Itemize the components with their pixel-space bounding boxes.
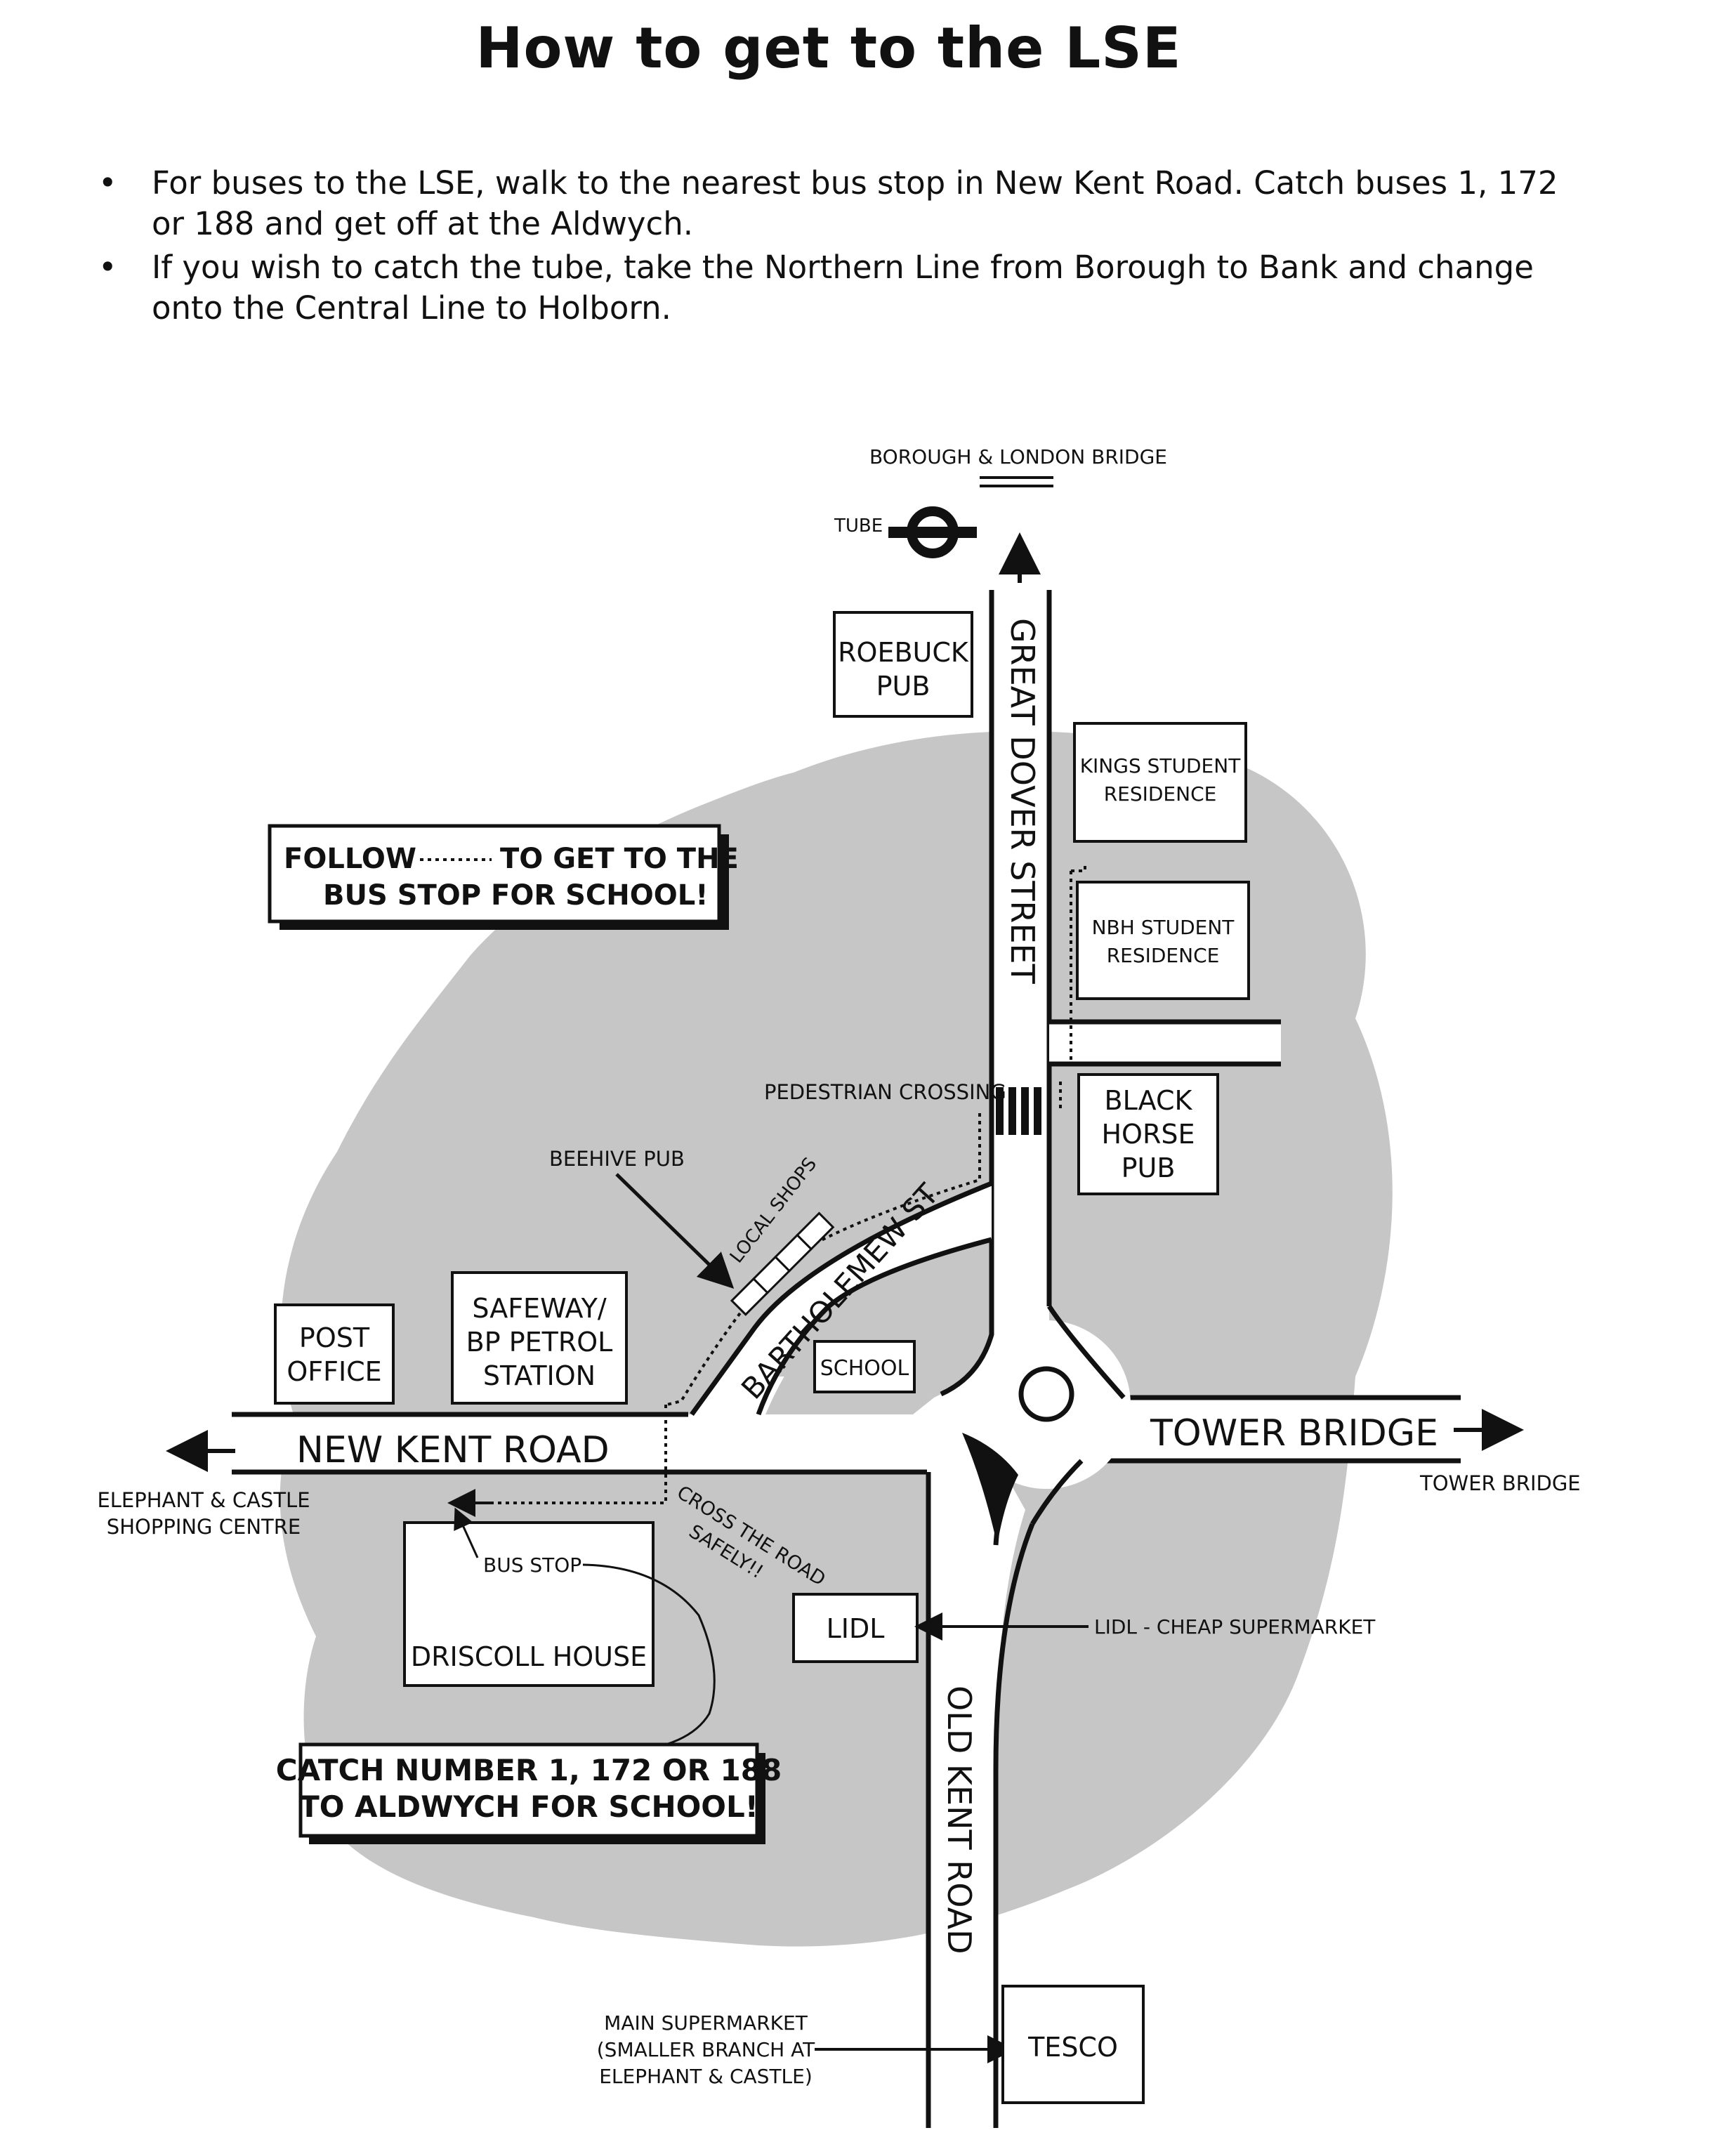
svg-text:FOLLOW: FOLLOW — [284, 843, 416, 875]
great-dover-street — [992, 590, 1049, 1384]
nbh-student-residence: NBH STUDENT RESIDENCE — [1076, 881, 1250, 1000]
pedestrian-crossing — [996, 1087, 1041, 1135]
tower-bridge-destination: TOWER BRIDGE — [1419, 1471, 1581, 1495]
main-supermarket-label-2: (SMALLER BRANCH AT — [597, 2038, 815, 2061]
svg-text:HORSE: HORSE — [1101, 1119, 1195, 1150]
svg-text:TESCO: TESCO — [1027, 2032, 1118, 2063]
pedestrian-crossing-label: PEDESTRIAN CROSSING — [764, 1080, 1006, 1104]
old-kent-road — [928, 1472, 1025, 2128]
svg-text:PUB: PUB — [876, 671, 931, 702]
svg-text:TO ALDWYCH FOR SCHOOL!: TO ALDWYCH FOR SCHOOL! — [299, 1789, 758, 1824]
svg-text:LIDL: LIDL — [827, 1613, 885, 1644]
roebuck-pub: ROEBUCK PUB — [833, 611, 973, 718]
bus-directions-text: For buses to the LSE, walk to the neares… — [152, 164, 1558, 242]
tower-bridge-road-label: TOWER BRIDGE — [1150, 1412, 1438, 1454]
bullet-icon: • — [98, 249, 117, 286]
lidl-store: LIDL — [792, 1593, 919, 1663]
lidl-note: LIDL - CHEAP SUPERMARKET — [1094, 1615, 1376, 1638]
black-horse-pub: BLACK HORSE PUB — [1077, 1073, 1219, 1195]
svg-text:RESIDENCE: RESIDENCE — [1107, 944, 1220, 967]
safeway-bp-petrol-station: SAFEWAY/ BP PETROL STATION — [451, 1271, 628, 1405]
svg-text:BUS STOP FOR SCHOOL!: BUS STOP FOR SCHOOL! — [323, 879, 708, 912]
svg-text:PUB: PUB — [1122, 1152, 1176, 1183]
svg-text:POST: POST — [299, 1322, 370, 1353]
bus-directions-item: • For buses to the LSE, walk to the near… — [98, 163, 1566, 244]
traffic-island — [962, 1433, 1018, 1545]
bartholemew-street — [692, 1183, 992, 1414]
bus-stop-pointer — [454, 1507, 479, 1558]
svg-text:STATION: STATION — [483, 1360, 596, 1391]
post-office: POST OFFICE — [274, 1303, 395, 1405]
elephant-castle-label-2: SHOPPING CENTRE — [107, 1515, 301, 1539]
old-kent-road-label: OLD KENT ROAD — [940, 1686, 978, 1955]
beehive-pointer — [615, 1173, 735, 1289]
beehive-pub-label: BEEHIVE PUB — [549, 1147, 685, 1171]
svg-text:CATCH NUMBER 1, 172 OR 188: CATCH NUMBER 1, 172 OR 188 — [276, 1753, 782, 1787]
page-title: How to get to the LSE — [475, 15, 1182, 81]
tesco-store: TESCO — [1001, 1985, 1145, 2104]
elephant-castle-label-1: ELEPHANT & CASTLE — [97, 1488, 310, 1512]
borough-label: BOROUGH & LONDON BRIDGE — [869, 445, 1167, 468]
svg-text:NBH STUDENT: NBH STUDENT — [1092, 916, 1235, 939]
tube-directions-item: • If you wish to catch the tube, take th… — [98, 247, 1566, 329]
roundabout-centre — [1018, 1366, 1074, 1422]
new-kent-road-label: NEW KENT ROAD — [296, 1429, 610, 1471]
new-kent-road — [232, 1414, 1004, 1472]
driscoll-house: DRISCOLL HOUSE — [403, 1521, 655, 1687]
svg-text:DRISCOLL HOUSE: DRISCOLL HOUSE — [411, 1641, 647, 1672]
svg-text:BLACK: BLACK — [1105, 1085, 1193, 1116]
bus-stop-label: BUS STOP — [483, 1553, 581, 1577]
svg-text:OFFICE: OFFICE — [287, 1356, 381, 1387]
kings-student-residence: KINGS STUDENT RESIDENCE — [1073, 722, 1247, 843]
svg-text:RESIDENCE: RESIDENCE — [1104, 782, 1217, 806]
svg-text:KINGS STUDENT: KINGS STUDENT — [1080, 754, 1242, 777]
svg-text:ROEBUCK: ROEBUCK — [838, 637, 969, 668]
bullet-icon: • — [98, 164, 117, 202]
main-supermarket-label-3: ELEPHANT & CASTLE) — [599, 2065, 813, 2088]
svg-text:SCHOOL: SCHOOL — [820, 1356, 909, 1381]
svg-text:BP PETROL: BP PETROL — [466, 1327, 613, 1358]
tube-label: TUBE — [834, 515, 883, 537]
school: SCHOOL — [813, 1340, 916, 1393]
follow-route-note: FOLLOW TO GET TO THE BUS STOP FOR SCHOOL… — [268, 824, 739, 930]
underground-roundel-icon — [888, 506, 977, 558]
great-dover-street-label: GREAT DOVER STREET — [1004, 618, 1041, 985]
svg-text:TO GET TO THE: TO GET TO THE — [500, 843, 739, 875]
walking-route — [456, 864, 1086, 1504]
directions-list: • For buses to the LSE, walk to the near… — [98, 163, 1566, 331]
tube-directions-text: If you wish to catch the tube, take the … — [152, 249, 1534, 327]
catch-bus-note: CATCH NUMBER 1, 172 OR 188 TO ALDWYCH FO… — [276, 1742, 782, 1844]
local-shops — [730, 1211, 835, 1316]
bus-stop-callout — [582, 1563, 716, 1754]
main-supermarket-label-1: MAIN SUPERMARKET — [604, 2011, 808, 2035]
svg-text:SAFEWAY/: SAFEWAY/ — [472, 1293, 606, 1324]
tower-bridge-road — [1110, 1398, 1461, 1461]
